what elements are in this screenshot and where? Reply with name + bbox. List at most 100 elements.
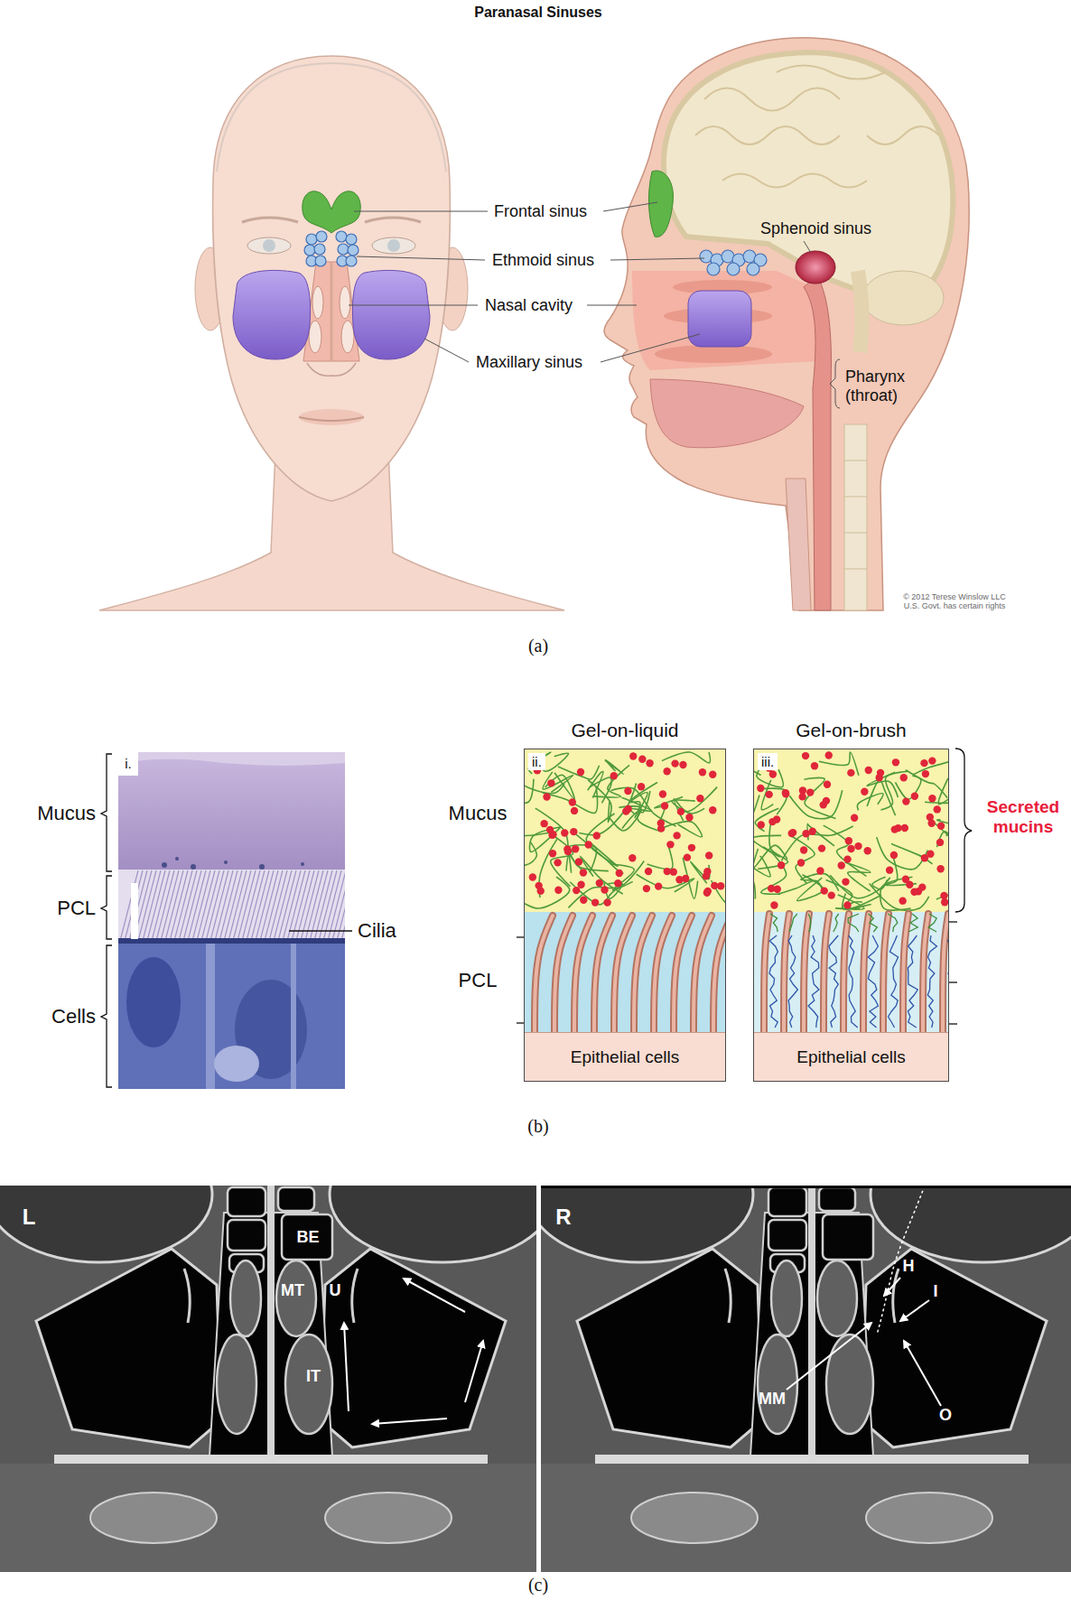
mucin-network [912,752,950,775]
mucin-network [843,855,851,863]
mucin-network [924,794,950,803]
leader-lines [803,241,811,253]
histology-micrograph [255,870,274,940]
mucin-network [633,915,652,1034]
front-face [302,191,361,233]
mucin-network [777,861,785,869]
ct-scan [540,1463,1071,1573]
ct-scan [866,1492,993,1544]
mucin-network [890,851,898,859]
leader-lines [424,338,469,363]
profile-head [707,262,720,276]
front-face [99,55,565,611]
mucin-network [911,792,919,801]
mucin-network [693,915,712,1034]
ct-scan [267,1185,275,1457]
ct-scan [344,1322,349,1412]
mucin-network [570,807,578,815]
mucin-network [789,828,797,837]
ct-label: O [939,1406,952,1425]
side-marker: R [555,1204,571,1230]
ct-label: MM [758,1389,786,1409]
mucin-network [803,913,810,1034]
front-face [307,363,356,376]
ct-scan [876,1185,925,1335]
mucin-network [847,769,855,777]
mucin-network [801,829,810,838]
mucin-network [549,833,574,887]
mucin-network [659,790,667,798]
mucin-network [579,856,623,895]
mucin-network [683,853,691,861]
ct-scan [184,1268,190,1323]
mucin-network [653,915,672,1034]
mucin-network [770,901,778,909]
mucin-network [563,845,571,853]
mucin-network [810,762,819,770]
histology-micrograph [260,870,279,940]
mucin-network [885,855,917,886]
histology-micrograph [282,870,301,940]
mucin-network [820,886,829,895]
mucin-network [579,896,587,904]
mucin-network [936,865,944,873]
histology-micrograph [237,870,256,940]
mucin-network [908,913,918,932]
histology-micrograph [278,870,297,940]
front-face [387,239,401,252]
mucin-network [907,935,918,1028]
histology-micrograph [147,870,166,940]
front-face [330,261,334,362]
ct-scan [227,1187,266,1217]
histology-micrograph [323,870,342,940]
mucin-network [927,935,937,1028]
mucin-network [763,913,770,1034]
histology-micrograph [210,870,229,940]
ct-scan [757,1334,798,1435]
front-face [337,243,349,255]
mucin-network [614,915,633,1034]
histology-micrograph [129,870,148,940]
mucin-network [828,935,839,1028]
mucin-network [887,913,898,932]
mucin-network [843,901,851,909]
histology-micrograph [183,870,202,940]
mucin-network [867,935,878,1028]
histology-micrograph [214,870,233,940]
histology-micrograph [138,870,157,940]
profile-head [726,262,740,276]
profile-head [695,65,940,188]
side-marker: L [22,1204,37,1230]
profile-head [866,126,940,145]
mucin-network [558,765,600,780]
band-label: Epithelial cells [796,1047,905,1068]
mucin-network [940,892,948,900]
mucin-network [808,913,811,932]
histology-micrograph [309,870,328,940]
histology-micrograph [190,864,196,870]
mucin-network [548,831,556,839]
histology-micrograph [300,862,305,867]
mucin-network [673,915,692,1034]
mucin-network [549,849,557,857]
mucin-network [753,791,760,821]
ct-label: IT [306,1367,321,1387]
mucin-network [789,913,798,932]
mucin-network [571,845,579,853]
histology-micrograph [175,856,179,861]
mucin-network [584,840,592,848]
mucin-network [703,867,711,876]
mucin-network [554,915,573,1034]
profile-head [695,126,840,145]
ct-scan [403,1278,466,1313]
mucin-network [529,873,537,881]
front-face [308,320,322,354]
mucin-network [898,896,906,904]
mucin-network [845,837,853,845]
front-face [304,244,316,256]
histology-micrograph [336,870,345,940]
mucin-network [670,759,679,767]
mucin-network [900,773,908,782]
ct-scan [0,1185,213,1263]
ct-scan [276,1260,317,1337]
